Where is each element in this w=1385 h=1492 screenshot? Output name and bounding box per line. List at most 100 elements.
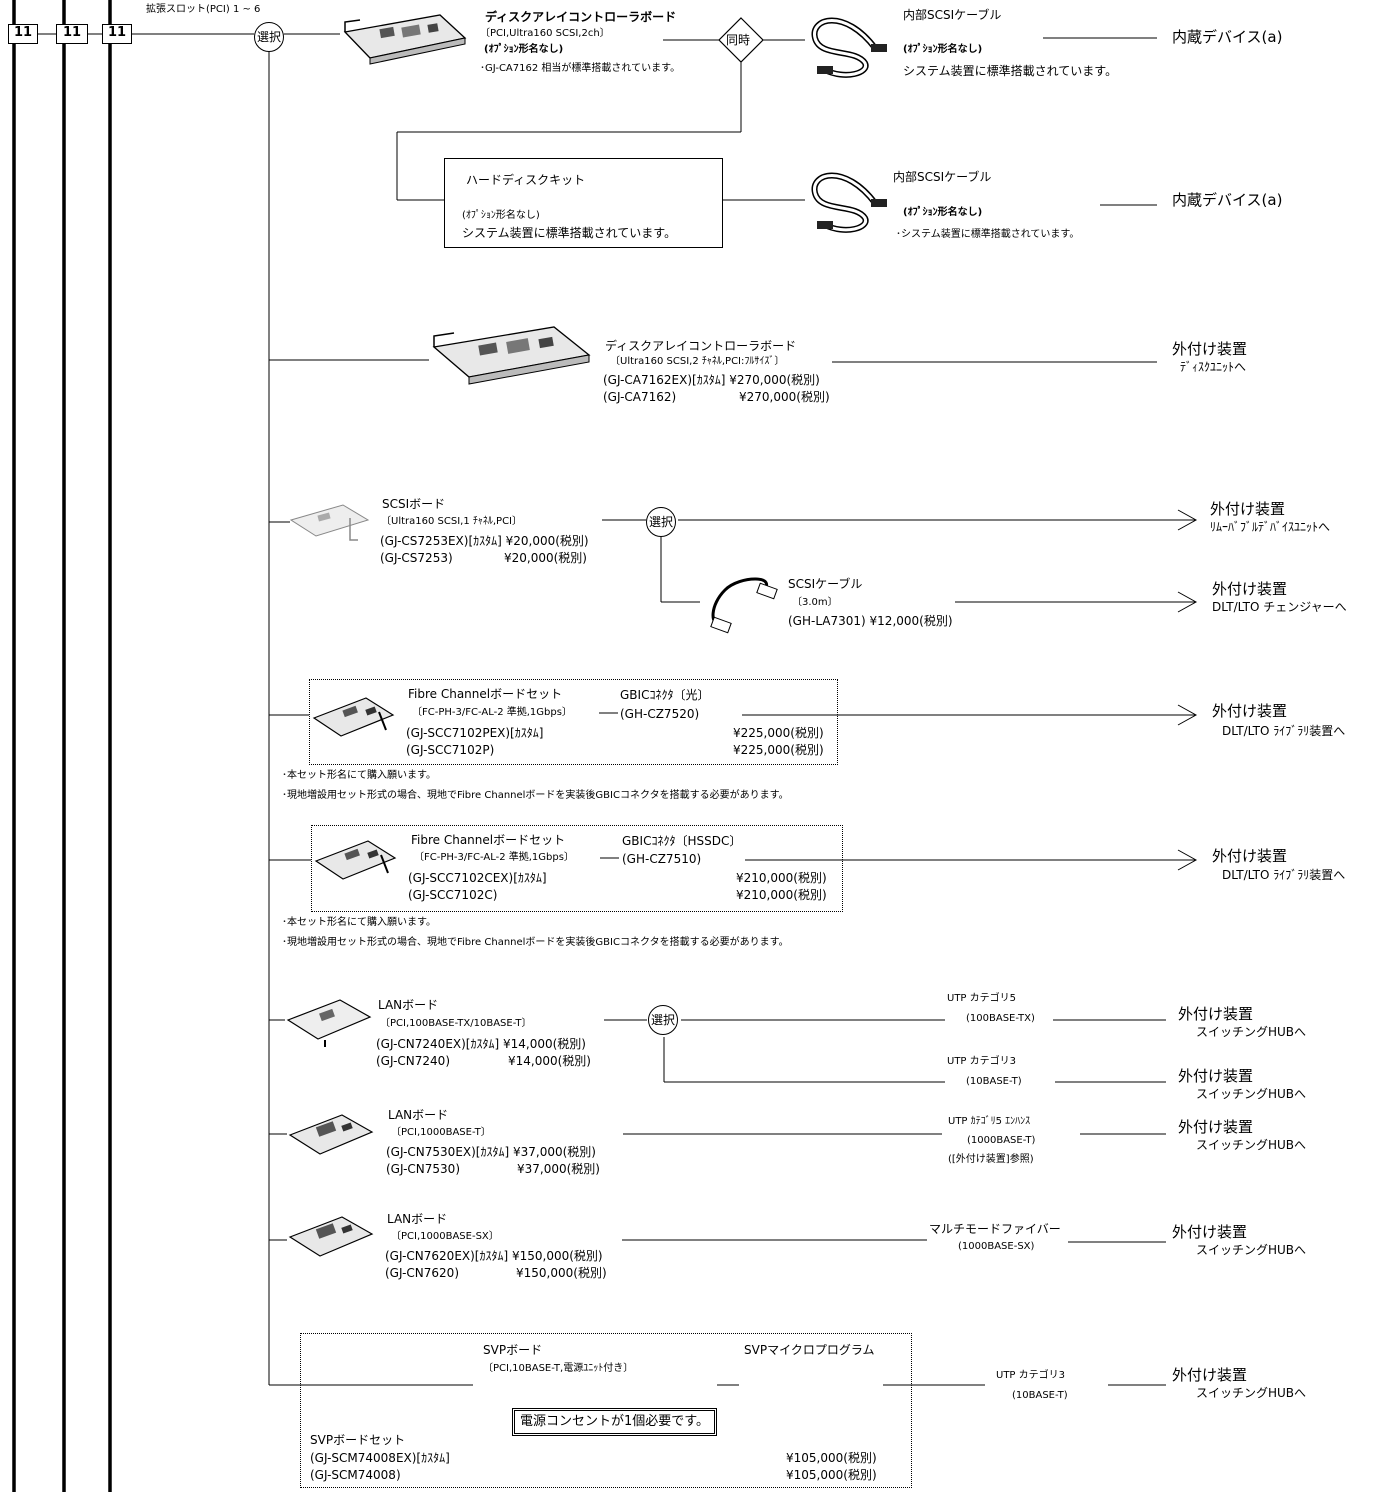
ext-device-label-5: 外付け装置 — [1212, 847, 1288, 865]
raid-board-full-model-1: (GJ-CA7162EX)[ｶｽﾀﾑ] ¥270,000(税別) — [603, 373, 820, 387]
ext-device-label-10: 外付け装置 — [1172, 1366, 1248, 1384]
lan-board-1000t-spec: 〔PCI,1000BASE-T〕 — [391, 1127, 491, 1138]
dest-switching-hub-5: スイッチングHUBへ — [1196, 1386, 1307, 1400]
hard-disk-kit-option: (ｵﾌﾟｼｮﾝ形名なし) — [462, 210, 540, 221]
ext-device-label-4: 外付け装置 — [1212, 702, 1288, 720]
internal-scsi-cable-icon — [811, 17, 887, 78]
dest-dlt-changer: DLT/LTO チェンジャーへ — [1212, 600, 1347, 614]
scsi-board-model-1: (GJ-CS7253EX)[ｶｽﾀﾑ] ¥20,000(税別) — [380, 534, 589, 548]
raid-board-title: ディスクアレイコントローラボード — [485, 10, 677, 24]
ext-device-label-6: 外付け装置 — [1178, 1005, 1254, 1023]
gbic-model-2: (GH-CZ7510) — [622, 852, 702, 866]
lan-board-model-1: (GJ-CN7240EX)[ｶｽﾀﾑ] ¥14,000(税別) — [376, 1037, 586, 1051]
utp-cat3-label: UTP カテゴリ3 — [947, 1056, 1016, 1067]
simultaneous-label: 同時 — [726, 33, 751, 47]
internal-cable-option: (ｵﾌﾟｼｮﾝ形名なし) — [903, 44, 983, 55]
internal-cable-note: システム装置に標準搭載されています。 — [903, 64, 1118, 78]
select-circle-main: 選択 — [254, 22, 284, 52]
lan-board-icon — [286, 999, 372, 1047]
scsi-board-spec: 〔Ultra160 SCSI,1 ﾁｬﾈﾙ,PCI〕 — [381, 516, 523, 527]
dest-switching-hub-4: スイッチングHUBへ — [1196, 1243, 1307, 1257]
raid-board-full-price-2: ¥270,000(税別) — [739, 390, 830, 404]
internal-device-label-2: 内蔵デバイス(a) — [1172, 191, 1283, 209]
scsi-board-price-2: ¥20,000(税別) — [504, 551, 587, 565]
lan-board-model-2: (GJ-CN7240) — [376, 1054, 450, 1068]
fibre-channel-board-icon-2 — [314, 840, 397, 880]
internal-cable-title-2: 内部SCSIケーブル — [893, 170, 992, 184]
fc-board-set-box — [309, 679, 838, 765]
power-notice: 電源コンセントが1個必要です。 — [512, 1408, 717, 1436]
gbic-title-2: GBICｺﾈｸﾀ〔HSSDC〕 — [622, 834, 742, 848]
raid-board-full-title: ディスクアレイコントローラボード — [605, 339, 797, 353]
fc-set-title: Fibre Channelボードセット — [408, 687, 563, 701]
utp-cat3-svp-label: UTP カテゴリ3 — [996, 1370, 1065, 1381]
fc-set-model-3: (GJ-SCC7102CEX)[ｶｽﾀﾑ] — [408, 871, 547, 885]
raid-board-full-spec: 〔Ultra160 SCSI,2 ﾁｬﾈﾙ,PCI:ﾌﾙｻｲｽﾞ〕 — [610, 356, 785, 367]
scsi-board-model-2: (GJ-CS7253) — [380, 551, 453, 565]
lan-board-spec: 〔PCI,100BASE-TX/10BASE-T〕 — [380, 1018, 532, 1029]
lan-board-1000t-price-2: ¥37,000(税別) — [517, 1162, 600, 1176]
fc-set-model-2: (GJ-SCC7102P) — [406, 743, 495, 757]
internal-scsi-cable-icon-2 — [811, 172, 887, 233]
hard-disk-kit-box — [444, 158, 723, 248]
utp-cat5-spec: (100BASE-TX) — [966, 1013, 1035, 1024]
dest-removable: ﾘﾑｰﾊﾞﾌﾞﾙﾃﾞﾊﾞｲｽﾕﾆｯﾄへ — [1210, 520, 1331, 534]
svp-set-price-1: ¥105,000(税別) — [786, 1451, 877, 1465]
lan-board-title: LANボード — [378, 998, 439, 1012]
dest-dlt-library-2: DLT/LTO ﾗｲﾌﾞﾗﾘ装置へ — [1222, 868, 1346, 882]
dest-switching-hub-2: スイッチングHUBへ — [1196, 1087, 1307, 1101]
slot-box-1: 11 — [8, 24, 38, 44]
multimode-fiber-spec: (1000BASE-SX) — [958, 1241, 1035, 1252]
lan-board-sx-model-1: (GJ-CN7620EX)[ｶｽﾀﾑ] ¥150,000(税別) — [385, 1249, 603, 1263]
ext-device-label-7: 外付け装置 — [1178, 1067, 1254, 1085]
raid-board-option: (ｵﾌﾟｼｮﾝ形名なし) — [484, 44, 564, 55]
fc-set-title-2: Fibre Channelボードセット — [411, 833, 566, 847]
utp-cat3-svp-spec: (10BASE-T) — [1012, 1390, 1068, 1401]
utp-cat3-spec: (10BASE-T) — [966, 1076, 1022, 1087]
lan-board-1000t-title: LANボード — [388, 1108, 449, 1122]
fc-board-set-box-2 — [311, 825, 843, 912]
fc-set-model-4: (GJ-SCC7102C) — [408, 888, 498, 902]
internal-cable-note-2: ･システム装置に標準搭載されています。 — [896, 229, 1080, 240]
ext-device-label-9: 外付け装置 — [1172, 1223, 1248, 1241]
dest-switching-hub-3: スイッチングHUBへ — [1196, 1138, 1307, 1152]
ext-device-label-3: 外付け装置 — [1212, 580, 1288, 598]
ext-device-label-8: 外付け装置 — [1178, 1118, 1254, 1136]
fibre-channel-board-icon — [312, 697, 395, 737]
dest-disk-unit: ﾃﾞｨｽｸﾕﾆｯﾄへ — [1180, 360, 1247, 374]
scsi-board-title: SCSIボード — [382, 497, 446, 511]
raid-board-note: ･GJ-CA7162 相当が標準搭載されています。 — [480, 63, 681, 74]
scsi-board-icon — [289, 504, 370, 541]
lan-board-price-2: ¥14,000(税別) — [508, 1054, 591, 1068]
scsi-cable-title: SCSIケーブル — [788, 577, 863, 591]
select-circle-scsi: 選択 — [646, 507, 676, 537]
internal-cable-title: 内部SCSIケーブル — [903, 8, 1002, 22]
fc-set-note-1: ･本セット形名にて購入願います。 — [282, 770, 436, 781]
lan-board-sx-spec: 〔PCI,1000BASE-SX〕 — [391, 1231, 499, 1242]
svp-board-spec: 〔PCI,10BASE-T,電源ﾕﾆｯﾄ付き〕 — [483, 1363, 634, 1374]
utp-cat5e-label: UTP ｶﾃｺﾞﾘ5 ｴﾝﾊﾝｽ — [948, 1116, 1031, 1127]
svp-set-title: SVPボードセット — [310, 1433, 406, 1447]
dest-switching-hub-1: スイッチングHUBへ — [1196, 1025, 1307, 1039]
lan-board-icon-3 — [288, 1216, 374, 1257]
gbic-model: (GH-CZ7520) — [620, 707, 700, 721]
fc-set-spec-2: 〔FC-PH-3/FC-AL-2 準拠,1Gbps〕 — [414, 852, 574, 863]
scsi-cable-model: (GH-LA7301) ¥12,000(税別) — [788, 614, 953, 628]
slot-box-3: 11 — [102, 24, 132, 44]
lan-board-1000t-model-1: (GJ-CN7530EX)[ｶｽﾀﾑ] ¥37,000(税別) — [386, 1145, 596, 1159]
internal-cable-option-2: (ｵﾌﾟｼｮﾝ形名なし) — [903, 207, 983, 218]
fc-set-model-1: (GJ-SCC7102PEX)[ｶｽﾀﾑ] — [406, 726, 544, 740]
fc-set-note-3: ･本セット形名にて購入願います。 — [282, 917, 436, 928]
utp-cat5-label: UTP カテゴリ5 — [947, 993, 1016, 1004]
hard-disk-kit-title: ハードディスクキット — [466, 173, 586, 187]
svp-microprogram-label: SVPマイクロプログラム — [744, 1343, 875, 1357]
lan-board-icon-2 — [288, 1114, 374, 1155]
raid-board-full-icon — [432, 326, 591, 385]
fc-set-price-4: ¥210,000(税別) — [736, 888, 827, 902]
ext-device-label-1: 外付け装置 — [1172, 340, 1248, 358]
scsi-cable-spec: 〔3.0m〕 — [792, 597, 838, 608]
fc-set-price-3: ¥210,000(税別) — [736, 871, 827, 885]
dest-dlt-library: DLT/LTO ﾗｲﾌﾞﾗﾘ装置へ — [1222, 724, 1346, 738]
utp-cat5e-note: ([外付け装置]参照) — [948, 1154, 1034, 1165]
